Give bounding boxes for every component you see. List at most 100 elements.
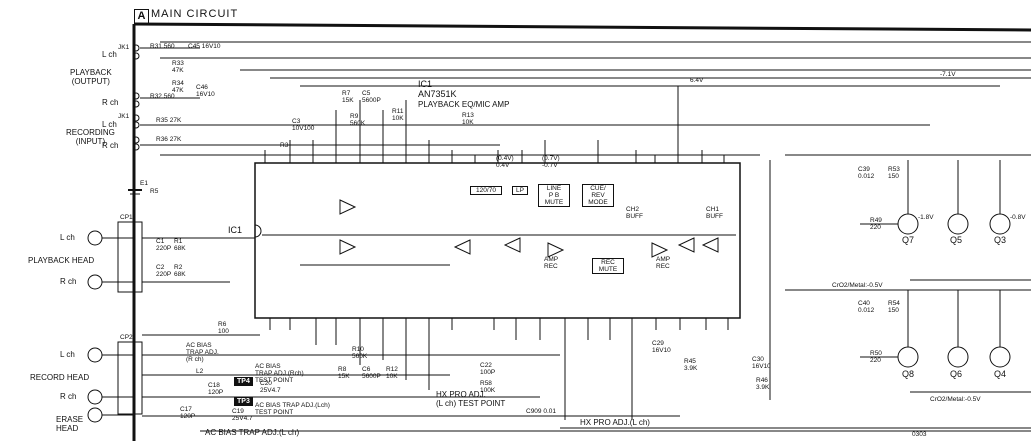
- block-ch1-buff: CH1 BUFF: [706, 206, 723, 220]
- component-r35: R35 27K: [156, 117, 182, 124]
- input-lch-label: L ch: [102, 120, 117, 129]
- transistor-q5: Q5: [950, 235, 963, 245]
- component-r10: R10 560K: [352, 346, 368, 360]
- record-head-lch-label: L ch: [60, 350, 75, 359]
- component-r34: R34 47K: [172, 80, 184, 94]
- ac-bias-trap-lch-test-label: AC BIAS TRAP ADJ.(Lch) TEST POINT: [255, 402, 330, 416]
- block-rec-mute: REC MUTE: [592, 258, 624, 274]
- erase-head-label: ERASE HEAD: [56, 415, 84, 433]
- component-c39: C39 0.012: [858, 166, 875, 180]
- input-rch-label: R ch: [102, 141, 119, 150]
- component-c20: C20 25V4.7: [260, 380, 281, 394]
- voltage-q7: -1.8V: [918, 214, 934, 221]
- voltage-6-4: 6.4V: [690, 77, 704, 84]
- ac-bias-trap-lch-label: AC BIAS TRAP ADJ.(L ch): [205, 428, 300, 437]
- transistor-q8: Q8: [902, 369, 915, 379]
- hx-pro-lch-label: HX PRO ADJ.(L ch): [580, 418, 650, 427]
- component-r5: R5: [150, 188, 159, 195]
- playback-head-lch-label: L ch: [60, 233, 75, 242]
- component-r33: R33 47K: [172, 60, 184, 74]
- component-r31: R31 560: [150, 43, 175, 50]
- jack-label-output: JK1: [118, 44, 130, 51]
- transistor-q3: Q3: [994, 235, 1007, 245]
- transistor-q4: Q4: [994, 369, 1007, 379]
- component-c2: C2 220P: [156, 264, 172, 278]
- component-r32: R32 560: [150, 93, 175, 100]
- voltage-0-7: (0.7V) -0.7V: [542, 155, 560, 169]
- component-r3: R3: [280, 142, 289, 149]
- component-r13: R13 10K: [462, 112, 474, 126]
- section-badge: A: [134, 9, 149, 24]
- hx-pro-lch-test-label: HX PRO ADJ. (L ch) TEST POINT: [436, 390, 506, 408]
- voltage-crom-top: CrO2/Metal:-0.5V: [832, 282, 883, 289]
- component-r11: R11 10K: [392, 108, 404, 122]
- component-c17: C17 120P: [180, 406, 196, 420]
- component-c3: C3 10V100: [292, 118, 315, 132]
- component-r54: R54 150: [888, 300, 900, 314]
- component-c40: C40 0.012: [858, 300, 875, 314]
- component-r6: R6 100: [218, 321, 229, 335]
- component-c5: C5 5600P: [362, 90, 381, 104]
- component-r2: R2 68K: [174, 264, 186, 278]
- connector-cp1-label: CP1: [120, 214, 133, 221]
- ic-desc-label: PLAYBACK EQ/MIC AMP: [418, 100, 510, 109]
- component-r46: R46 3.9K: [756, 377, 770, 391]
- component-r12: R12 10K: [386, 366, 398, 380]
- voltage-q3: -0.8V: [1010, 214, 1026, 221]
- connector-cp2-label: CP2: [120, 334, 133, 341]
- page-title: MAIN CIRCUIT: [151, 8, 239, 20]
- component-c22: C22 100P: [480, 362, 496, 376]
- transistor-q6: Q6: [950, 369, 963, 379]
- record-head-label: RECORD HEAD: [30, 373, 90, 382]
- test-point-tp3: TP3: [234, 397, 253, 406]
- voltage-crom-bottom: CrO2/Metal:-0.5V: [930, 396, 981, 403]
- drawing-code: 0303: [912, 431, 927, 438]
- block-amp-rec-1: AMP REC: [544, 256, 559, 270]
- voltage-7-1: -7.1V: [940, 71, 956, 78]
- component-r8: R8 15K: [338, 366, 350, 380]
- component-r53: R53 150: [888, 166, 900, 180]
- transistor-q7: Q7: [902, 235, 915, 245]
- playback-head-rch-label: R ch: [60, 277, 77, 286]
- component-c18: C18 120P: [208, 382, 224, 396]
- recording-input-label: RECORDING (INPUT): [66, 128, 115, 146]
- ic-ref-label: IC1: [418, 79, 433, 89]
- ic-body-label: IC1: [228, 225, 243, 235]
- block-cue-rev-mode: CUE/ REV MODE: [582, 184, 614, 207]
- component-c6: C6 5600P: [362, 366, 381, 380]
- component-c29: C29 16V10: [652, 340, 671, 354]
- component-r9: R9 560K: [350, 113, 366, 127]
- component-r49: R49 220: [870, 217, 882, 231]
- component-c30: C30 16V10: [752, 356, 771, 370]
- jack-label-input: JK1: [118, 113, 130, 120]
- component-c45: C45 16V10: [188, 43, 221, 50]
- voltage-0-4: (0.4V) 0.4V: [496, 155, 514, 169]
- record-head-rch-label: R ch: [60, 392, 77, 401]
- component-r7: R7 15K: [342, 90, 354, 104]
- output-rch-label: R ch: [102, 98, 119, 107]
- playback-output-label: PLAYBACK (OUTPUT): [70, 68, 112, 86]
- ground-label: E1: [140, 180, 148, 187]
- component-r1: R1 68K: [174, 238, 186, 252]
- ic-part-label: AN7351K: [418, 89, 457, 99]
- ac-bias-trap-rch-test-label: AC BIAS TRAP ADJ.(Rch) TEST POINT: [255, 363, 304, 384]
- block-120-70: 120/70: [470, 186, 502, 195]
- component-c46: C46 16V10: [196, 84, 215, 98]
- component-c909: C909 0.01: [526, 408, 556, 415]
- playback-head-label: PLAYBACK HEAD: [28, 256, 95, 265]
- component-r36: R36 27K: [156, 136, 182, 143]
- component-r50: R50 220: [870, 350, 882, 364]
- block-line-pb-mute: LINE P B MUTE: [538, 184, 570, 207]
- block-ch2-buff: CH2 BUFF: [626, 206, 643, 220]
- component-r45: R45 3.9K: [684, 358, 698, 372]
- ac-bias-trap-r-label: AC BIAS TRAP ADJ. (R ch): [186, 342, 219, 363]
- test-point-tp4: TP4: [234, 377, 253, 386]
- component-c1: C1 220P: [156, 238, 172, 252]
- output-lch-label: L ch: [102, 50, 117, 59]
- component-c19: C19 25V4.7: [232, 408, 253, 422]
- component-r58: R58 100K: [480, 380, 496, 394]
- block-lp: LP: [512, 186, 528, 195]
- component-l2: L2: [196, 368, 204, 375]
- block-amp-rec-2: AMP REC: [656, 256, 671, 270]
